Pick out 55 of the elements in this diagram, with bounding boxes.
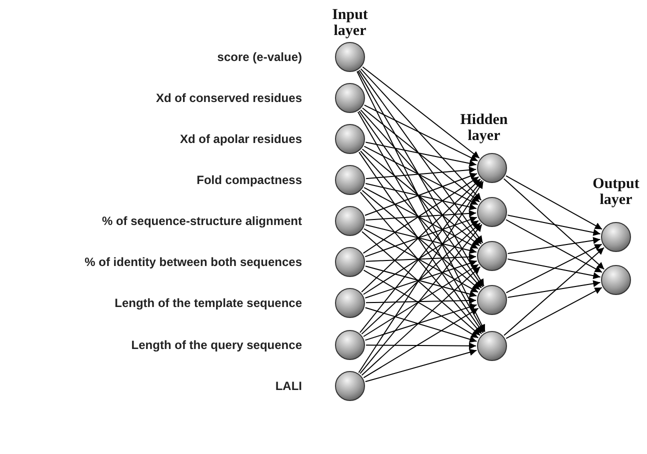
arrow xyxy=(504,247,604,336)
arrow xyxy=(358,180,484,374)
layer-title: Output layer xyxy=(592,176,640,208)
arrow xyxy=(360,109,482,245)
arrow xyxy=(360,150,482,288)
arrow xyxy=(360,224,482,374)
arrow xyxy=(364,146,478,206)
arrow xyxy=(362,148,480,246)
arrow xyxy=(361,266,481,376)
arrow xyxy=(503,178,605,270)
input-feature-label: Length of the query sequence xyxy=(131,337,302,353)
arrow xyxy=(358,70,484,244)
arrow xyxy=(506,244,602,294)
arrow xyxy=(362,176,480,254)
arrow xyxy=(506,219,602,273)
input-feature-label: % of sequence-structure alignment xyxy=(102,213,302,229)
arrow xyxy=(506,287,602,339)
arrow xyxy=(364,216,478,258)
arrow xyxy=(358,152,484,334)
layer-title: Input layer xyxy=(331,7,369,39)
arrow xyxy=(356,70,486,332)
arrow xyxy=(365,253,477,262)
arrow xyxy=(360,68,482,201)
arrow xyxy=(365,224,477,254)
arrow xyxy=(357,111,485,333)
arrow xyxy=(366,296,476,304)
arrow xyxy=(507,214,601,236)
arrow xyxy=(507,258,601,280)
arrow xyxy=(358,70,484,287)
arrow xyxy=(363,308,479,378)
arrow xyxy=(362,66,480,159)
arrow xyxy=(364,187,478,249)
arrow xyxy=(365,183,477,210)
input-feature-label: score (e-value) xyxy=(217,49,302,65)
input-feature-label: Xd of apolar residues xyxy=(180,131,302,147)
arrow xyxy=(505,175,603,230)
arrow xyxy=(507,237,601,254)
input-feature-label: Xd of conserved residues xyxy=(156,90,302,106)
arrow xyxy=(364,260,478,298)
arrow xyxy=(365,166,477,180)
input-feature-label: Length of the template sequence xyxy=(114,295,302,311)
arrow xyxy=(358,110,484,288)
input-feature-label: LALI xyxy=(275,378,302,394)
arrow xyxy=(365,210,477,220)
arrow xyxy=(364,266,478,298)
arrow xyxy=(364,104,478,162)
arrow xyxy=(365,142,477,167)
arrow xyxy=(364,172,478,216)
input-feature-label: % of identity between both sequences xyxy=(84,254,302,270)
layer-title: Hidden layer xyxy=(459,112,509,144)
arrow xyxy=(366,342,476,350)
input-feature-label: Fold compactness xyxy=(196,172,302,188)
arrow xyxy=(507,280,601,298)
arrow xyxy=(362,108,480,202)
arrow xyxy=(364,348,478,382)
